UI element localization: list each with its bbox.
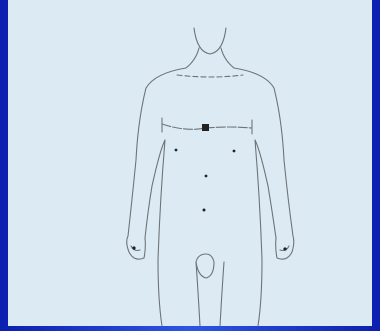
upper-abdomen-point xyxy=(205,175,208,178)
right-chest-point xyxy=(233,150,236,153)
body-outline-right xyxy=(234,68,294,326)
left-chest-point xyxy=(175,149,178,152)
left-hand-point xyxy=(132,246,135,249)
right-leg-inner xyxy=(220,262,224,326)
left-leg-inner xyxy=(196,262,200,326)
sternal-point xyxy=(202,124,209,131)
clavicle-line xyxy=(177,75,243,77)
neck-right xyxy=(221,48,234,68)
body-outline-left xyxy=(127,68,186,326)
lower-abdomen-point xyxy=(203,209,206,212)
genitals xyxy=(196,254,214,278)
neck-left xyxy=(186,48,199,68)
right-hand-point xyxy=(283,247,286,250)
